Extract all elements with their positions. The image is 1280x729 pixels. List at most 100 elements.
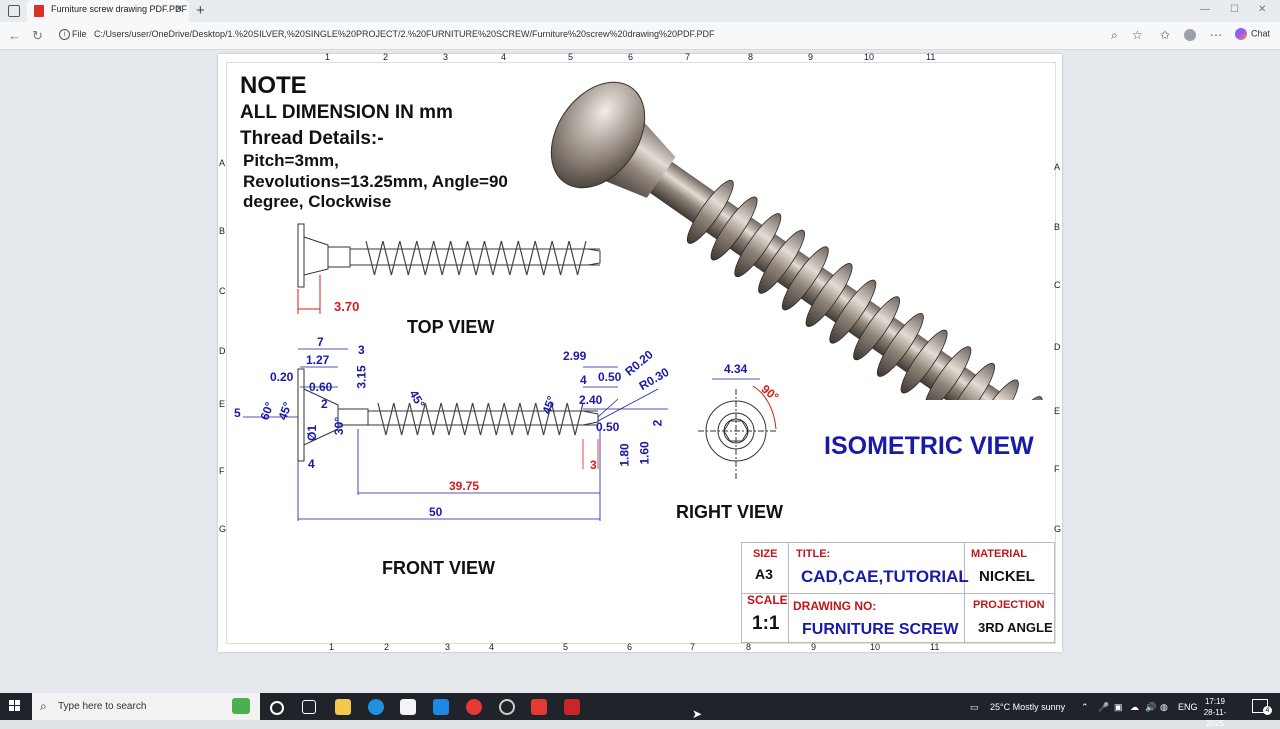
weather-text[interactable]: 25°C Mostly sunny	[990, 702, 1066, 712]
window-menu-icon[interactable]	[8, 5, 20, 17]
opera-icon[interactable]	[466, 699, 482, 715]
title-block: SIZE A3 TITLE: CAD,CAE,TUTORIAL MATERIAL…	[741, 542, 1055, 643]
tb-drawing-no-label: DRAWING NO:	[793, 599, 877, 613]
tb-drawing-no-value: FURNITURE SCREW	[802, 621, 959, 638]
zone-top-5: 5	[568, 52, 574, 62]
dim-top-3-70: 3.70	[334, 299, 360, 314]
zone-right-g: G	[1054, 524, 1062, 534]
tb-scale-value: 1:1	[752, 613, 780, 634]
copilot-icon	[1235, 28, 1247, 40]
favorite-star-icon[interactable]: ☆	[1132, 28, 1143, 42]
zone-right-d: D	[1054, 342, 1061, 352]
windows-start-icon[interactable]	[9, 700, 21, 712]
zone-top-3: 3	[443, 52, 449, 62]
notification-count-badge: 4	[1263, 706, 1272, 715]
front-view-drawing	[243, 348, 668, 521]
zone-right-e: E	[1054, 406, 1061, 416]
tab-furniture-screw-pdf[interactable]: Furniture screw drawing PDF.PDF ✕	[27, 0, 189, 22]
zone-top-11: 11	[926, 52, 936, 62]
tb-projection-value: 3RD ANGLE	[978, 620, 1053, 635]
camera-icon[interactable]: ▣	[1114, 702, 1123, 712]
note-units: ALL DIMENSION IN mm	[240, 102, 453, 123]
top-view-label: TOP VIEW	[407, 317, 495, 337]
taskbar-clock[interactable]: 17:19 28-11-2025	[1200, 696, 1230, 729]
favorites-icon[interactable]: ✩	[1160, 28, 1171, 42]
zone-left-g: G	[219, 524, 227, 534]
zone-bottom-6: 6	[627, 642, 633, 652]
dim-30-deg: 30°	[332, 416, 347, 436]
taskbar-search-box[interactable]: ⌕ Type here to search	[32, 693, 260, 720]
zone-left-a: A	[219, 158, 226, 168]
info-icon: i	[59, 29, 70, 40]
solidworks-icon[interactable]	[564, 699, 580, 715]
close-tab-icon[interactable]: ✕	[174, 4, 183, 15]
refresh-icon[interactable]: ↻	[32, 28, 43, 43]
mail-icon[interactable]	[433, 699, 449, 715]
tb-size-cell	[742, 543, 789, 594]
language-indicator[interactable]: ENG	[1178, 702, 1198, 712]
edge-browser-icon[interactable]	[368, 699, 384, 715]
zoom-icon[interactable]: ⌕	[1111, 28, 1118, 42]
tray-expand-icon[interactable]: ⌃	[1081, 702, 1089, 712]
microsoft-store-icon[interactable]	[400, 699, 416, 715]
dim-4-head: 4	[308, 457, 315, 471]
search-icon: ⌕	[40, 699, 47, 713]
zone-bottom-9: 9	[811, 642, 817, 652]
new-tab-button[interactable]: +	[196, 2, 205, 19]
dim-1-27: 1.27	[306, 353, 330, 367]
back-icon[interactable]: ←	[8, 28, 21, 43]
dim-1-60: 1.60	[637, 441, 652, 465]
cortana-icon[interactable]	[270, 701, 284, 715]
zone-bottom-8: 8	[746, 642, 752, 652]
zone-bottom-3: 3	[445, 642, 451, 652]
tb-title-cell	[788, 543, 965, 594]
zone-right-a: A	[1054, 162, 1061, 172]
close-window-button[interactable]: ✕	[1258, 4, 1267, 15]
url-text[interactable]: C:/Users/user/OneDrive/Desktop/1.%20SILV…	[94, 29, 715, 39]
dim-2-99: 2.99	[563, 349, 587, 363]
note-direction: degree, Clockwise	[243, 192, 392, 211]
zone-top-4: 4	[501, 52, 507, 62]
weather-icon[interactable]: ▭	[970, 702, 979, 712]
search-highlight-icon	[232, 698, 250, 714]
zone-top-6: 6	[628, 52, 634, 62]
globe-icon[interactable]: ◍	[1160, 702, 1168, 712]
chrome-icon[interactable]	[499, 699, 515, 715]
address-bar[interactable]: i File C:/Users/user/OneDrive/Desktop/1.…	[52, 26, 1152, 45]
volume-icon[interactable]: 🔊	[1145, 702, 1157, 712]
zone-bottom-2: 2	[384, 642, 390, 652]
note-pitch: Pitch=3mm,	[243, 151, 339, 170]
right-view-label: RIGHT VIEW	[676, 502, 783, 522]
zone-left-f: F	[219, 466, 225, 476]
zone-bottom-7: 7	[690, 642, 696, 652]
copilot-chat-button[interactable]: Chat	[1235, 28, 1275, 44]
tb-size-value: A3	[755, 566, 773, 582]
profile-avatar[interactable]	[1184, 29, 1196, 41]
file-scheme-label: File	[72, 29, 87, 39]
isometric-view-label: ISOMETRIC VIEW	[824, 432, 1034, 460]
tb-drawing-no-cell	[788, 593, 965, 643]
task-view-icon[interactable]	[302, 700, 316, 714]
dim-4-34: 4.34	[724, 362, 748, 376]
note-title: NOTE	[240, 72, 307, 99]
zone-left-c: C	[219, 286, 226, 296]
minimize-button[interactable]: —	[1200, 4, 1210, 15]
dim-3: 3	[358, 343, 365, 357]
youtube-icon[interactable]	[531, 699, 547, 715]
maximize-button[interactable]: ☐	[1230, 4, 1239, 15]
dim-3-red: 3	[590, 458, 597, 472]
dim-0-50-bottom: 0.50	[596, 420, 620, 434]
network-icon[interactable]: ☁	[1130, 702, 1139, 712]
file-explorer-icon[interactable]	[335, 699, 351, 715]
drawing-border	[226, 62, 1056, 644]
zone-left-b: B	[219, 226, 226, 236]
dim-0-50-top: 0.50	[598, 370, 622, 384]
more-options-icon[interactable]: ⋯	[1210, 28, 1222, 42]
address-bar-row: ← ↻ i File C:/Users/user/OneDrive/Deskto…	[0, 22, 1280, 50]
tb-scale-cell	[742, 593, 789, 643]
microphone-icon[interactable]: 🎤	[1098, 702, 1110, 712]
mouse-cursor: ➤	[692, 707, 703, 721]
tab-title: Furniture screw drawing PDF.PDF	[51, 4, 188, 14]
browser-tab-bar: Furniture screw drawing PDF.PDF ✕ + — ☐ …	[0, 0, 1280, 22]
dim-2: 2	[321, 397, 328, 411]
